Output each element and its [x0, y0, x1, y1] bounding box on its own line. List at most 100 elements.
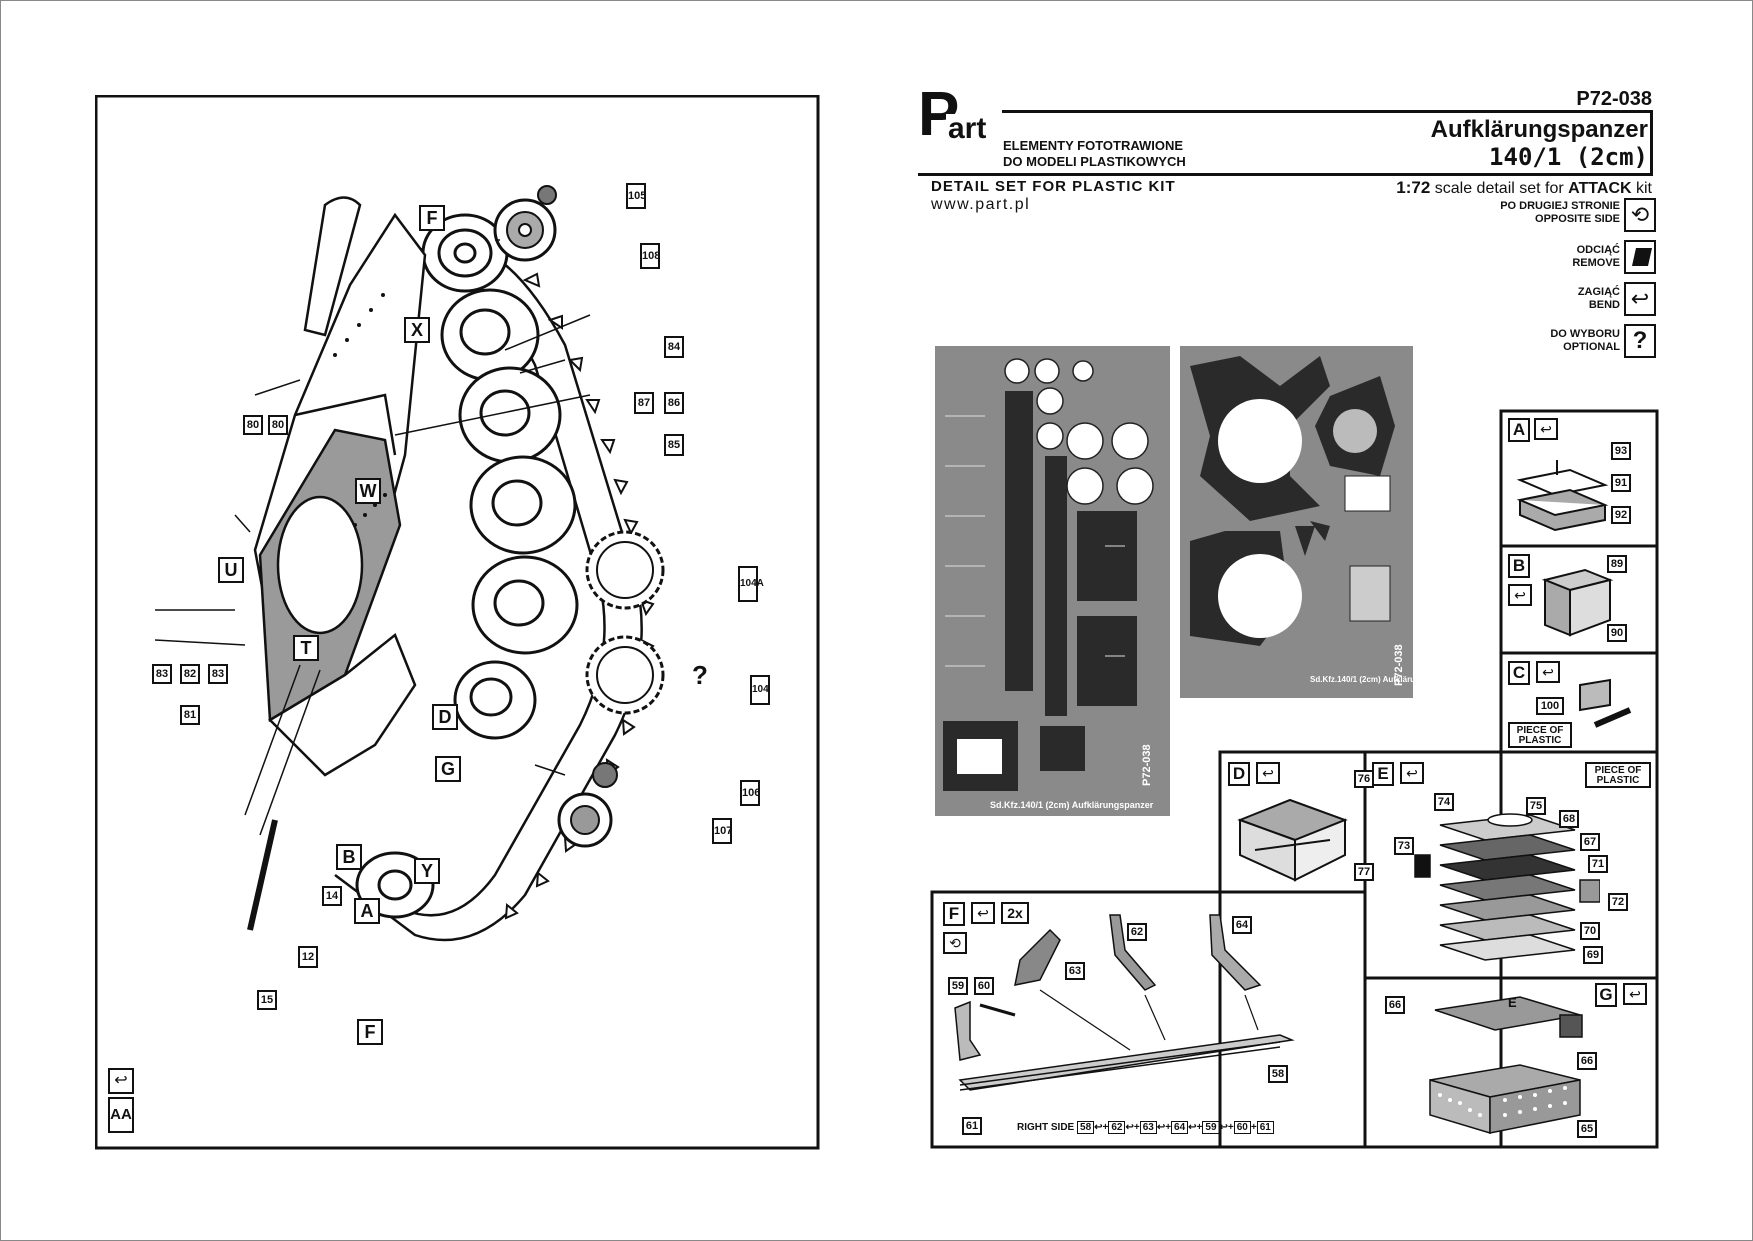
- subtitle-line1: ELEMENTY FOTOTRAWIONE: [1003, 138, 1184, 153]
- part-number: 71: [1588, 855, 1608, 873]
- part-number: 65: [1577, 1120, 1597, 1138]
- antenna-part: [247, 819, 278, 931]
- step-f-drawing: [954, 914, 1295, 1091]
- part-number: 67: [1580, 833, 1600, 851]
- flip-icon: ⟲: [943, 932, 967, 954]
- brand-logo: P art: [918, 80, 989, 149]
- bend-icon: ↩: [1623, 983, 1647, 1005]
- part-number: 83: [208, 664, 228, 684]
- step-e-drawing: [1414, 813, 1600, 961]
- bend-icon: ↩: [1624, 282, 1656, 316]
- note-label: PIECE OF PLASTIC: [1585, 762, 1651, 788]
- part-number: 108: [640, 243, 660, 269]
- part-number: 91: [1611, 474, 1631, 492]
- letter-label: W: [355, 478, 381, 504]
- part-number: 62: [1127, 923, 1147, 941]
- bend-icon: ↩: [1256, 762, 1280, 784]
- part-number: 80: [268, 415, 288, 435]
- part-number: 15: [257, 990, 277, 1010]
- part-number: 90: [1607, 624, 1627, 642]
- part-number: 92: [1611, 506, 1631, 524]
- letter-label: F: [419, 205, 445, 231]
- part-number: 60: [974, 977, 994, 995]
- step-letter: A: [1508, 418, 1530, 442]
- fret-code: P72-038: [1393, 644, 1405, 686]
- part-number: 82: [180, 664, 200, 684]
- part-number: 66: [1385, 996, 1405, 1014]
- letter-label: X: [404, 317, 430, 343]
- fret-code: P72-038: [1141, 744, 1153, 786]
- part-number: 77: [1354, 863, 1374, 881]
- step-a-drawing: [1516, 460, 1609, 532]
- step-letter: E: [1372, 762, 1394, 786]
- sub-step-letter: E: [1508, 995, 1517, 1010]
- letter-label: A: [354, 898, 380, 924]
- fret-caption: Sd.Kfz.140/1 (2cm) Aufklärungspanzer: [990, 800, 1154, 810]
- part-number: 63: [1065, 962, 1085, 980]
- header-rule-bottom: [918, 173, 1653, 176]
- question-icon: ?: [1624, 324, 1656, 358]
- step-letter: F: [943, 902, 965, 926]
- bend-icon: ↩: [108, 1068, 134, 1094]
- part-number: 66: [1577, 1052, 1597, 1070]
- step-c-drawing: [1579, 678, 1632, 728]
- part-number: 106: [740, 780, 760, 806]
- part-number: 74: [1434, 793, 1454, 811]
- step-b-drawing: [1541, 568, 1614, 637]
- part-number: 84: [664, 336, 684, 358]
- part-number: 83: [152, 664, 172, 684]
- letter-label: F: [357, 1019, 383, 1045]
- part-number: 85: [664, 434, 684, 456]
- part-number: 64: [1232, 916, 1252, 934]
- fret-caption: Sd.Kfz.140/1 (2cm) Aufklärungspanzer: [1310, 675, 1413, 684]
- title-line1: Aufklärungspanzer: [1430, 116, 1648, 143]
- step-letter: D: [1228, 762, 1250, 786]
- part-number: 104A: [738, 566, 764, 602]
- header-rule-top: [1002, 110, 1653, 113]
- letter-label: T: [293, 635, 319, 661]
- product-code: P72-038: [1576, 88, 1652, 110]
- part-number: 105: [626, 183, 646, 209]
- part-number: 89: [1607, 555, 1627, 573]
- header-rule-right: [1650, 110, 1653, 176]
- step-letter: G: [1595, 983, 1617, 1007]
- fret-sheet-2: P72-038 Sd.Kfz.140/1 (2cm) Aufklärungspa…: [1180, 346, 1413, 698]
- part-number: 68: [1559, 810, 1579, 828]
- rivets: [333, 293, 387, 527]
- part-number: 76: [1354, 770, 1374, 788]
- title-line2: 140/1 (2cm): [1489, 143, 1648, 171]
- part-number: 72: [1608, 893, 1628, 911]
- bend-icon: ↩: [971, 902, 995, 924]
- part-number: 107: [712, 818, 732, 844]
- website: www.part.pl: [931, 196, 1031, 213]
- left-drawing-panel: [95, 95, 820, 1150]
- part-number: 86: [664, 392, 684, 414]
- subtitle-line2: DO MODELI PLASTIKOWYCH: [1003, 154, 1186, 169]
- step-d-drawing: [1237, 798, 1348, 882]
- part-number: 69: [1583, 946, 1603, 964]
- optional-question: ?: [692, 660, 708, 690]
- detail-set-label: DETAIL SET FOR PLASTIC KIT: [931, 178, 1176, 195]
- part-number: 70: [1580, 922, 1600, 940]
- steps-frame: [930, 409, 1659, 1149]
- letter-label: U: [218, 557, 244, 583]
- letter-label-aa: AA: [108, 1097, 134, 1133]
- part-number: 73: [1394, 837, 1414, 855]
- part-number: 93: [1611, 442, 1631, 460]
- step-letter: B: [1508, 554, 1530, 578]
- part-number: 81: [180, 705, 200, 725]
- bend-icon: ↩: [1536, 661, 1560, 683]
- fret-sheet-1: P72-038 Sd.Kfz.140/1 (2cm) Aufklärungspa…: [935, 346, 1170, 816]
- cut-icon: [1624, 240, 1656, 274]
- scale-line: 1:72 scale detail set for ATTACK kit: [1396, 178, 1652, 197]
- multiplier: 2x: [1001, 902, 1029, 924]
- right-side-sequence: RIGHT SIDE 58↩+62↩+63↩+64↩+59↩+60+61: [1017, 1121, 1274, 1134]
- sprocket-parts: [493, 185, 665, 848]
- letter-label: Y: [414, 858, 440, 884]
- part-number: 12: [298, 946, 318, 968]
- letter-label: D: [432, 704, 458, 730]
